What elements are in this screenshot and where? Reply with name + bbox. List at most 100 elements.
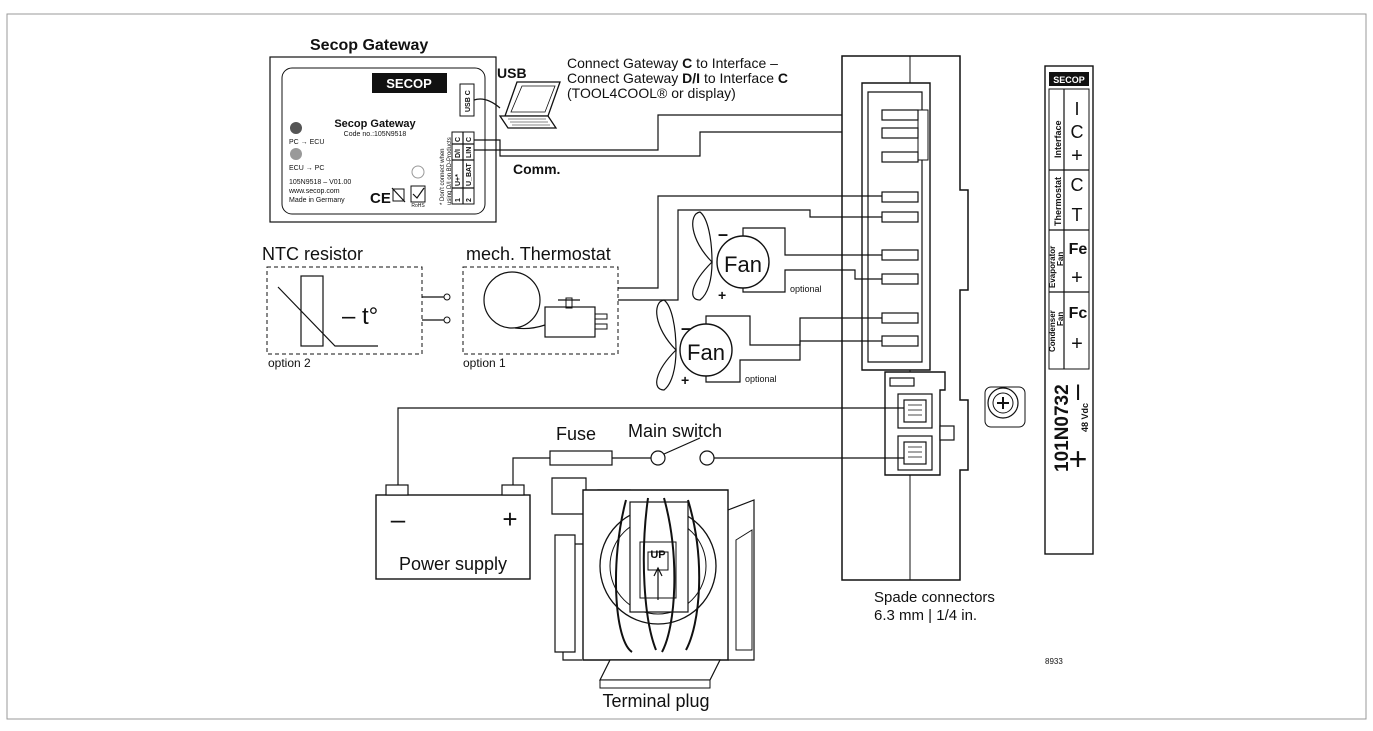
gateway-brand-badge (372, 73, 447, 93)
gateway-made: Made in Germany (289, 197, 345, 204)
main-switch-symbol (650, 437, 715, 466)
gateway-code: Code no.:105N9518 (344, 131, 407, 138)
pin-2: 2 (466, 198, 473, 202)
connect-line-1: Connect Gateway C to Interface – (567, 55, 778, 71)
strip-thermostat-pin-c: C (1071, 175, 1084, 195)
rohs-text: RoHS (411, 203, 425, 209)
spade-terminal (881, 211, 919, 223)
spade-terminal (881, 151, 919, 163)
ten-year-icon (411, 165, 425, 179)
strip-interface-pin-c: C (1071, 122, 1084, 142)
spade-terminal (881, 312, 919, 324)
gateway-note-2: using D/I on BD-Products (447, 137, 453, 205)
fuse-symbol (549, 450, 613, 466)
fan2-optional: optional (745, 374, 777, 384)
controller-body (841, 55, 1026, 581)
gateway-face (281, 67, 486, 215)
label-strip: SECOP Interface I C + Thermostat C T Eva… (1044, 65, 1094, 555)
led-pc-ecu (290, 122, 302, 134)
terminal-plug: UP (551, 477, 755, 689)
fan-condenser: Fan – + (656, 299, 733, 391)
fan2-wire-minus (705, 315, 882, 346)
strip-cond-2: Fan (1056, 312, 1065, 326)
fuse-label: Fuse (556, 424, 596, 444)
thermostat-option: option 1 (463, 356, 506, 370)
power-supply-battery: – + Power supply (375, 484, 531, 580)
main-switch-label: Main switch (628, 421, 722, 441)
ntc-symbol: – t° (342, 303, 378, 330)
fan1-wire-minus (742, 227, 882, 256)
ntc-option: option 2 (268, 356, 311, 370)
gateway-device: SECOP Secop Gateway Code no.:105N9518 PC… (269, 56, 497, 223)
led1-label: PC → ECU (289, 139, 324, 146)
strip-cond-pin-plus: + (1071, 333, 1083, 355)
spade-terminal (881, 273, 919, 285)
fan1-minus: – (718, 224, 728, 244)
gateway-title: Secop Gateway (310, 37, 428, 54)
spade-line-2: 6.3 mm | 1/4 in. (874, 607, 977, 624)
strip-cond-pin-fc: Fc (1069, 305, 1088, 322)
strip-power-pin-i: I (1075, 380, 1081, 405)
led2-label: ECU → PC (289, 165, 324, 172)
thermostat-wire-c (618, 195, 882, 289)
figure-number: 8933 (1045, 657, 1063, 666)
pin-uplus: U+* (455, 174, 462, 186)
terminal-plug-up: UP (650, 549, 665, 561)
strip-voltage: 48 Vdc (1080, 403, 1090, 432)
thermostat-title: mech. Thermostat (466, 244, 611, 264)
battery-minus: – (391, 504, 406, 534)
pin-lin: LIN (466, 147, 473, 158)
fan1-wire-plus (742, 269, 882, 293)
connect-line-2: Connect Gateway D/I to Interface C (567, 70, 788, 86)
connect-line-3: (TOOL4COOL® or display) (567, 85, 736, 101)
gateway-version: 105N9518 – V01.00 (289, 179, 351, 186)
rohs-icon (410, 185, 426, 203)
comm-label: Comm. (513, 161, 560, 177)
usb-label: USB (497, 65, 527, 81)
pin-c-right: C (466, 137, 473, 142)
strip-model: 101N0732 (1052, 384, 1073, 472)
gateway-name: Secop Gateway (334, 118, 416, 130)
diagram-border (6, 13, 1367, 720)
power-supply-label: Power supply (399, 554, 507, 574)
fan2-label: Fan (687, 340, 725, 365)
spade-terminal (881, 109, 919, 121)
ntc-title: NTC resistor (262, 244, 363, 264)
terminal-plug-label: Terminal plug (602, 691, 709, 711)
spade-terminal (881, 191, 919, 203)
power-wire-negative (397, 407, 904, 488)
spade-terminal (881, 249, 919, 261)
mech-thermostat (462, 266, 619, 355)
weee-icon-cross (391, 187, 406, 203)
spade-terminals (881, 109, 919, 347)
power-wire-positive-a (512, 457, 550, 488)
strip-thermostat: Thermostat (1053, 177, 1063, 226)
strip-interface-pin-plus: + (1071, 145, 1083, 167)
fan2-plus: + (681, 372, 689, 388)
strip-brand: SECOP (1053, 75, 1085, 85)
pin-1: 1 (455, 198, 462, 202)
pin-c-left: C (455, 137, 462, 142)
connect-instructions: Connect Gateway C to Interface – Connect… (567, 55, 788, 101)
strip-power-pin-plus: + (1069, 441, 1088, 477)
fan2-minus: – (681, 318, 691, 338)
thermostat-wire-t (618, 209, 882, 301)
gateway-note-1: * Don't connect when (440, 148, 446, 205)
power-connector (884, 371, 955, 476)
gateway-brand: SECOP (386, 76, 432, 91)
strip-evap-pin-fe: Fe (1069, 241, 1088, 258)
strip-interface: Interface (1053, 120, 1063, 158)
battery-plus: + (502, 504, 517, 534)
spade-terminal (881, 335, 919, 347)
weee-icon (392, 188, 405, 202)
strip-evap-pin-plus: + (1071, 267, 1083, 289)
gateway-web: www.secop.com (288, 188, 340, 195)
ntc-resistor: – t° (266, 266, 451, 355)
strip-cond-1: Condenser (1048, 310, 1057, 352)
strip-evap-2: Fan (1056, 252, 1065, 266)
fan-evaporator: Fan – + (692, 211, 770, 303)
spade-line-1: Spade connectors (874, 589, 995, 606)
laptop-icon (473, 81, 561, 129)
